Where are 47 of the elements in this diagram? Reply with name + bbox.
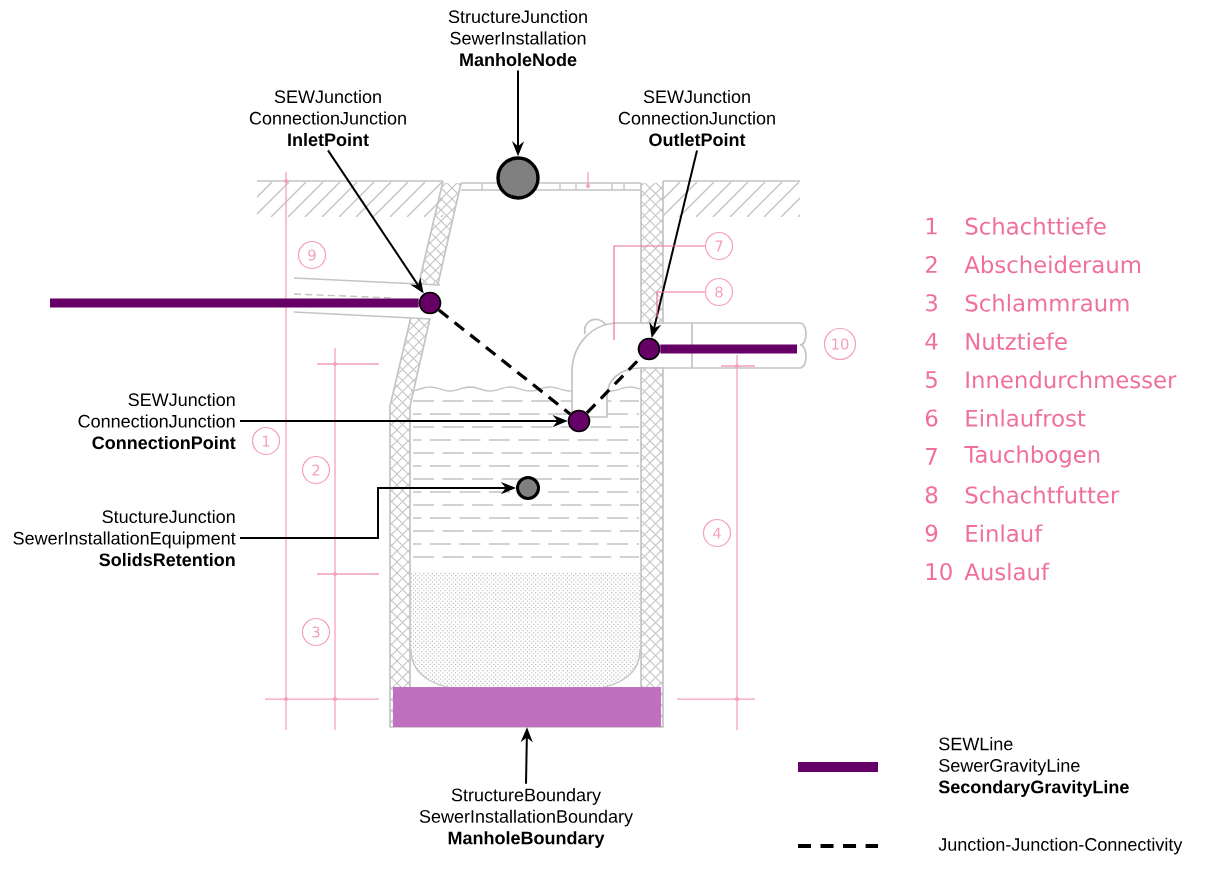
- annotation-label: SEWJunction ConnectionJunction InletPoint: [249, 89, 406, 147]
- callout-number: 1: [251, 426, 281, 456]
- dashed-connector: [437, 308, 572, 416]
- key-number: 1: [926, 217, 937, 235]
- callout-number: 4: [702, 518, 732, 548]
- annotation-label: SEWJunction ConnectionJunction ConnectionPoint: [78, 392, 236, 450]
- key-number: 8: [925, 486, 938, 504]
- legend-label: SEWLine SewerGravityLine SecondaryGravityLine: [938, 737, 1129, 797]
- callout-number: 10: [823, 327, 857, 361]
- callout-number: 7: [704, 231, 734, 261]
- key-label: Innendurchmesser: [966, 370, 1177, 389]
- junction-circle: [567, 409, 591, 433]
- callout-number: 3: [301, 617, 331, 647]
- gravity-line: [660, 344, 797, 354]
- callout-number: 8: [704, 277, 734, 307]
- key-number: 3: [926, 294, 937, 312]
- key-label: Tauchbogen: [964, 445, 1100, 468]
- junction-circle: [418, 291, 442, 315]
- key-label: Abscheideraum: [964, 255, 1141, 274]
- key-number: 2: [925, 255, 937, 273]
- key-label: Nutztiefe: [966, 332, 1067, 351]
- key-number: 6: [925, 409, 938, 427]
- key-number: 10: [926, 563, 952, 581]
- key-label: Schlammraum: [965, 294, 1129, 312]
- node-circle: [516, 476, 540, 500]
- annotation-label: StructureJunction SewerInstallation ManholeNode: [448, 9, 587, 67]
- annotation-label: StuctureJunction SewerInstallationEquipment SolidsRetention: [13, 509, 236, 567]
- gravity-line: [50, 298, 419, 308]
- legend-label: Junction-Junction-Connectivity: [938, 837, 1183, 855]
- key-label: Auslauf: [964, 562, 1050, 581]
- leader-line: [613, 245, 706, 341]
- key-number: 5: [926, 371, 937, 389]
- key-number: 7: [926, 448, 937, 465]
- annotation-label: SEWJunction ConnectionJunction OutletPoint: [618, 89, 775, 147]
- node-circle: [496, 156, 540, 200]
- callout-number: 2: [301, 455, 331, 485]
- callout-number: 9: [297, 240, 327, 270]
- boundary-bar: [393, 687, 662, 727]
- key-number: 4: [925, 332, 938, 350]
- annotation-label: StructureBoundary SewerInstallationBoundary ManholeBoundary: [419, 788, 633, 848]
- key-label: Einlauf: [966, 524, 1043, 543]
- junction-circle: [637, 337, 661, 361]
- key-label: Einlaufrost: [966, 409, 1086, 427]
- key-number: 9: [925, 524, 938, 542]
- key-label: Schachtfutter: [965, 486, 1120, 504]
- leader-line: [656, 291, 706, 318]
- key-label: Schachttiefe: [965, 217, 1106, 235]
